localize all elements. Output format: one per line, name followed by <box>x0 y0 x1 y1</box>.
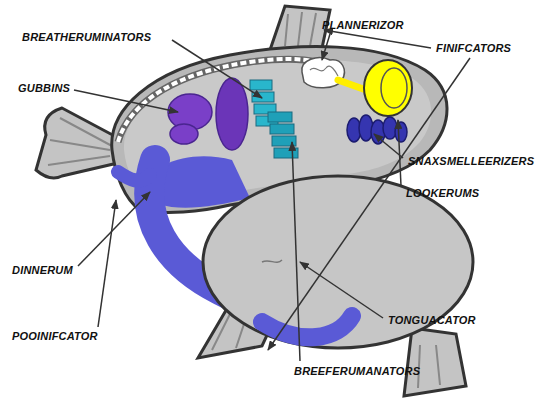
part-label: TONGUACATOR <box>388 314 476 327</box>
dorsal-fin <box>270 6 330 50</box>
intestine <box>262 316 352 337</box>
leader-line <box>172 40 262 98</box>
vent <box>118 172 150 181</box>
leader-line <box>74 90 178 112</box>
gill-plate <box>250 80 272 90</box>
leader-line <box>324 30 431 48</box>
leader-line <box>300 262 383 318</box>
part-label: BREEFERUMANATORS <box>294 365 420 378</box>
part-label: GUBBINS <box>18 82 70 95</box>
part-label: SNAXSMELLEERIZERS <box>408 155 534 168</box>
leader-line <box>98 200 116 327</box>
part-label: BREATHERUMINATORS <box>22 31 151 44</box>
leader-line <box>292 142 300 361</box>
leader-line <box>398 120 401 186</box>
anal-fin <box>404 328 466 396</box>
fin-ray <box>285 12 316 46</box>
tail-fin <box>36 108 122 178</box>
part-label: FINIFCATORS <box>436 42 511 55</box>
leader-line <box>322 34 330 60</box>
leader-line <box>78 192 150 266</box>
eye <box>364 60 412 116</box>
smell-organ <box>395 122 407 142</box>
part-label: PLANNERIZOR <box>322 19 404 32</box>
eye-lens <box>381 68 407 108</box>
lobe-crease <box>262 260 282 262</box>
fin-ray <box>418 345 440 388</box>
optic-nerve <box>338 80 366 90</box>
part-label: POOINIFCATOR <box>12 330 98 343</box>
gill-plate <box>270 124 294 134</box>
part-label: LOOKERUMS <box>406 187 479 200</box>
gill-plate <box>268 112 292 122</box>
gubbins-organ <box>216 78 248 150</box>
brain-fold <box>310 66 338 76</box>
gill-plate <box>274 148 298 158</box>
gubbins-organ <box>170 124 198 144</box>
part-label: DINNERUM <box>12 264 73 277</box>
fin-ray <box>48 118 112 165</box>
